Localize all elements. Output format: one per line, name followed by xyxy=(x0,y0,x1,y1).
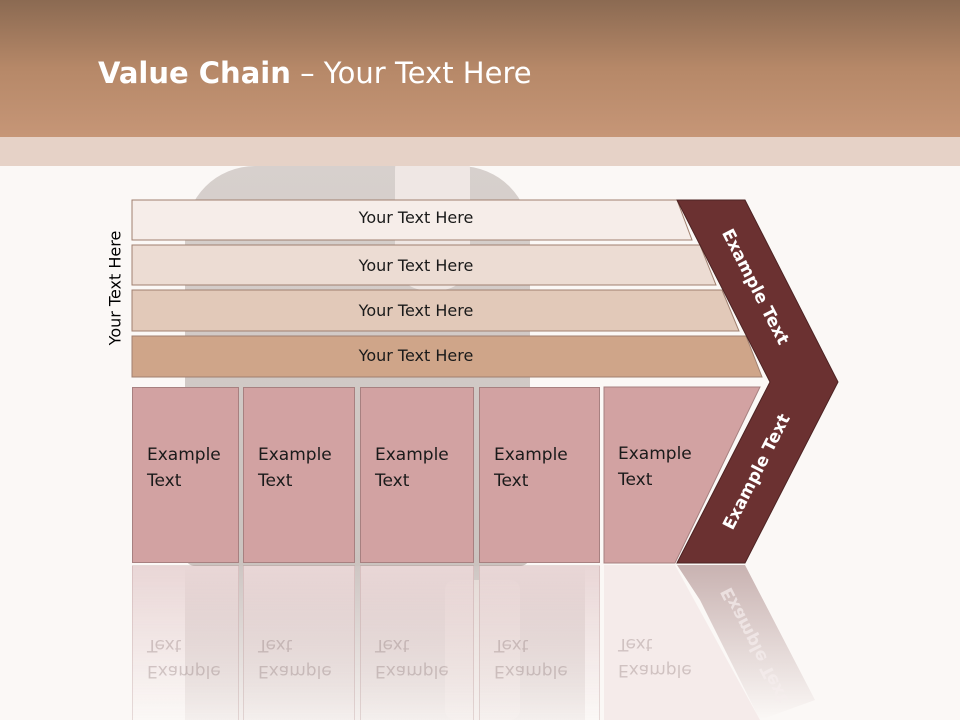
box-reflection-shape-5 xyxy=(604,565,760,720)
bar-label-3: Your Text Here xyxy=(358,301,474,320)
bar-shape-4 xyxy=(131,335,763,378)
header-band xyxy=(0,137,960,166)
box-label-4: Example Text xyxy=(494,445,568,491)
box-5: Example Text xyxy=(604,387,724,563)
box-4: Example Text xyxy=(479,387,600,563)
box-label-2: Example Text xyxy=(258,445,332,491)
box-reflection-3: Example Text xyxy=(360,565,474,720)
box-reflection-4: Example Text xyxy=(479,565,600,720)
box-1: Example Text xyxy=(132,387,239,563)
box-3: Example Text xyxy=(360,387,474,563)
bar-label-4: Your Text Here xyxy=(358,346,474,365)
title-rest: – Your Text Here xyxy=(290,56,532,90)
bar-label-2: Your Text Here xyxy=(358,256,474,275)
bar-shape-3 xyxy=(131,289,740,332)
box-label-3: Example Text xyxy=(375,445,449,491)
box-shape-5 xyxy=(603,386,761,564)
box-reflection-label-5: Example Text xyxy=(618,634,692,680)
slide-title: Value Chain – Your Text Here xyxy=(98,56,532,90)
bar-label-1: Your Text Here xyxy=(358,208,474,227)
bar-shape-1 xyxy=(131,199,693,241)
title-bold: Value Chain xyxy=(98,56,291,90)
box-reflection-label-2: Example Text xyxy=(258,635,332,681)
box-2: Example Text xyxy=(243,387,355,563)
chevron-arrow xyxy=(676,199,839,564)
chevron-arrow-reflection xyxy=(677,565,815,720)
box-label-1: Example Text xyxy=(147,445,221,491)
box-reflection-1: Example Text xyxy=(132,565,239,720)
header-bar xyxy=(0,0,960,137)
box-reflection-label-3: Example Text xyxy=(375,635,449,681)
box-reflection-5: Example Text xyxy=(604,565,724,720)
box-label-5: Example Text xyxy=(618,444,692,490)
box-reflection-label-1: Example Text xyxy=(147,635,221,681)
bar-shape-2 xyxy=(131,244,717,286)
box-reflection-2: Example Text xyxy=(243,565,355,720)
box-reflection-label-4: Example Text xyxy=(494,635,568,681)
